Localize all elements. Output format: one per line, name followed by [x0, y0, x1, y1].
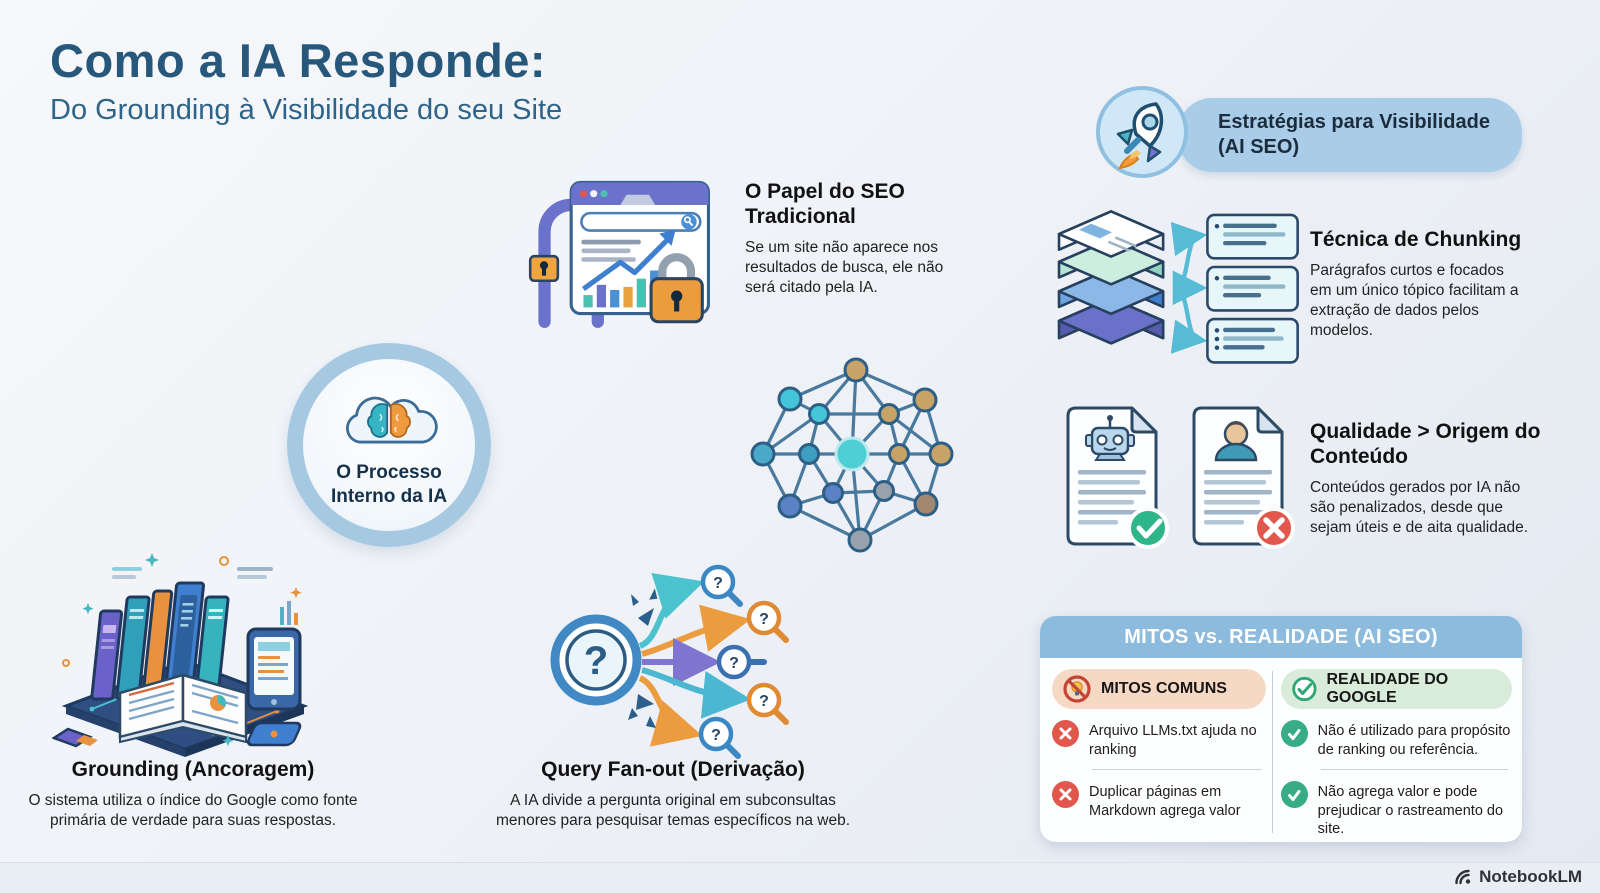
books-stack-icon — [52, 553, 309, 757]
footer-brand: NotebookLM — [1453, 866, 1582, 887]
human-document-icon — [1192, 406, 1295, 549]
myths-reality-title: MITOS vs. REALIDADE (AI SEO) — [1124, 625, 1438, 648]
notebooklm-logo-icon — [1455, 869, 1471, 885]
knowledge-graph-icon — [750, 357, 954, 553]
reality-column-header: REALIDADE DO GOOGLE — [1280, 669, 1512, 709]
seo-heading: O Papel do SEO Tradicional — [745, 180, 905, 228]
reality-row: Não é utilizado para propósito de rankin… — [1280, 720, 1512, 759]
section-seo: O Papel do SEO Tradicional Se um site nã… — [745, 180, 950, 298]
check-icon — [1280, 781, 1308, 809]
seo-body: Se um site não aparece nos resultados de… — [745, 238, 944, 296]
quality-heading: Qualidade > Origem do Conteúdo — [1310, 420, 1541, 468]
browser-window-icon — [528, 180, 710, 328]
page-title: Como a IA Responde: — [50, 34, 547, 87]
section-fanout: Query Fan-out (Derivação) A IA divide a … — [478, 758, 868, 831]
cloud-brain-icon — [346, 396, 438, 444]
fanout-body: A IA divide a pergunta original em subco… — [495, 791, 851, 829]
myth-row: Duplicar páginas em Markdown agrega valo… — [1052, 781, 1266, 820]
process-label: O Processo Interno da IA — [330, 462, 448, 507]
cross-icon — [1052, 781, 1079, 809]
cross-icon — [1052, 720, 1079, 747]
chunking-body: Parágrafos curtos e focados em um único … — [1310, 261, 1519, 340]
bottom-strip — [0, 862, 1600, 893]
robot-document-icon — [1066, 406, 1169, 549]
rocket-icon — [1096, 86, 1188, 178]
grounding-body: O sistema utiliza o índice do Google com… — [28, 791, 358, 829]
query-fanout-icon: ? ? ? ? ? ? — [550, 564, 789, 759]
section-grounding: Grounding (Ancoragem) O sistema utiliza … — [28, 758, 358, 831]
myths-column-header: MITOS COMUNS — [1052, 669, 1266, 709]
myth-row: Arquivo LLMs.txt ajuda no ranking — [1052, 720, 1266, 759]
grounding-heading: Grounding (Ancoragem) — [71, 758, 315, 781]
svg-text:?: ? — [759, 693, 769, 710]
reality-column: REALIDADE DO GOOGLE Não é utilizado para… — [1280, 669, 1512, 839]
title-block: Como a IA Responde: Do Grounding à Visib… — [50, 36, 690, 127]
page-subtitle: Do Grounding à Visibilidade do seu Site — [50, 94, 563, 127]
reality-row: Não agrega valor e pode prejudicar o ras… — [1280, 781, 1512, 839]
section-chunking: Técnica de Chunking Parágrafos curtos e … — [1310, 228, 1528, 341]
chunking-heading: Técnica de Chunking — [1310, 228, 1522, 251]
svg-text:?: ? — [711, 727, 721, 744]
chunking-stack-icon — [1057, 210, 1299, 364]
footer-brand-label: NotebookLM — [1479, 866, 1582, 886]
svg-text:?: ? — [584, 639, 608, 683]
strategies-header-pill: Estratégias para Visibilidade (AI SEO) — [1178, 98, 1522, 172]
divider — [1092, 769, 1262, 771]
svg-text:?: ? — [759, 611, 769, 628]
myths-column: MITOS COMUNS Arquivo LLMs.txt ajuda no r… — [1052, 669, 1266, 839]
divider — [1320, 769, 1508, 771]
myths-reality-header: MITOS vs. REALIDADE (AI SEO) — [1040, 616, 1522, 658]
check-circle-icon — [1291, 676, 1317, 702]
column-divider — [1271, 671, 1273, 833]
check-icon — [1280, 720, 1308, 747]
myths-reality-card: MITOS vs. REALIDADE (AI SEO) MITOS COMUN… — [1040, 616, 1522, 842]
fanout-heading: Query Fan-out (Derivação) — [541, 758, 805, 781]
quality-documents-icon — [1066, 406, 1295, 549]
svg-text:?: ? — [713, 575, 723, 592]
section-quality: Qualidade > Origem do Conteúdo Conteúdos… — [1310, 420, 1548, 538]
strategies-heading: Estratégias para Visibilidade (AI SEO) — [1218, 111, 1490, 158]
process-circle: O Processo Interno da IA — [287, 343, 491, 547]
svg-text:?: ? — [729, 655, 739, 672]
quality-body: Conteúdos gerados por IA não são penaliz… — [1310, 478, 1529, 536]
check-icon — [1127, 507, 1169, 549]
no-myth-icon — [1063, 675, 1091, 703]
